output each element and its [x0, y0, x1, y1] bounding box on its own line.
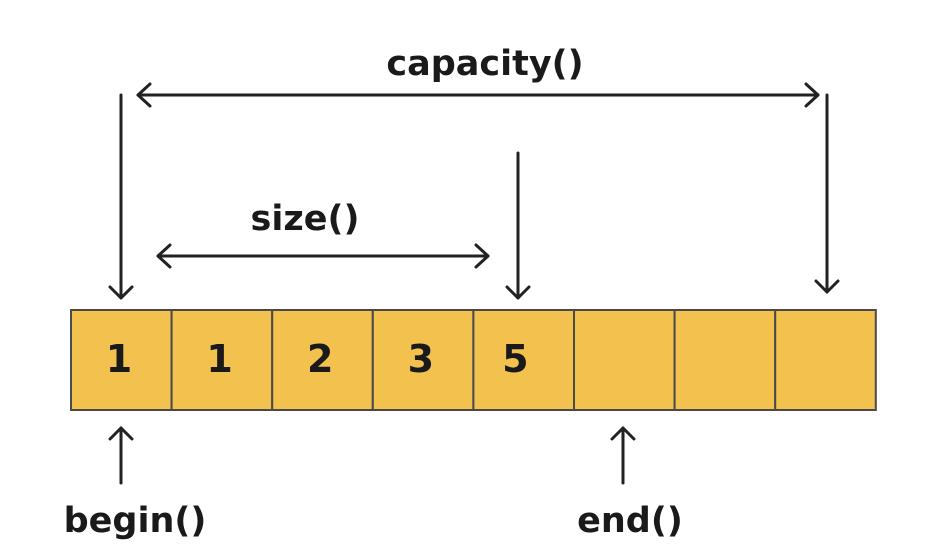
size-end-down-arrow: [505, 151, 531, 300]
array-cell: [673, 309, 777, 411]
array-cell-value: 2: [307, 337, 333, 381]
array-cell: [774, 309, 877, 411]
size-label: size(): [251, 199, 360, 239]
begin-label: begin(): [64, 501, 207, 541]
array-cell: [573, 309, 676, 411]
array-cell-value: 1: [106, 337, 132, 381]
array-cells: 1 1 2 3 5: [70, 309, 877, 411]
capacity-arrow: [136, 82, 820, 108]
end-label: end(): [577, 501, 683, 541]
array-cell: [70, 309, 173, 411]
array-cell: [170, 309, 274, 411]
array-cell-value: 3: [408, 337, 434, 381]
first-element-down-arrow: [108, 93, 134, 300]
end-up-arrow: [610, 426, 636, 485]
array-cell: [271, 309, 374, 411]
array-cell: [472, 309, 575, 411]
begin-up-arrow: [108, 426, 134, 485]
size-arrow: [156, 243, 490, 269]
array-cell-value: 5: [502, 337, 528, 381]
capacity-end-down-arrow: [814, 93, 840, 294]
capacity-label: capacity(): [386, 44, 583, 84]
array-cell-value: 1: [206, 337, 232, 381]
